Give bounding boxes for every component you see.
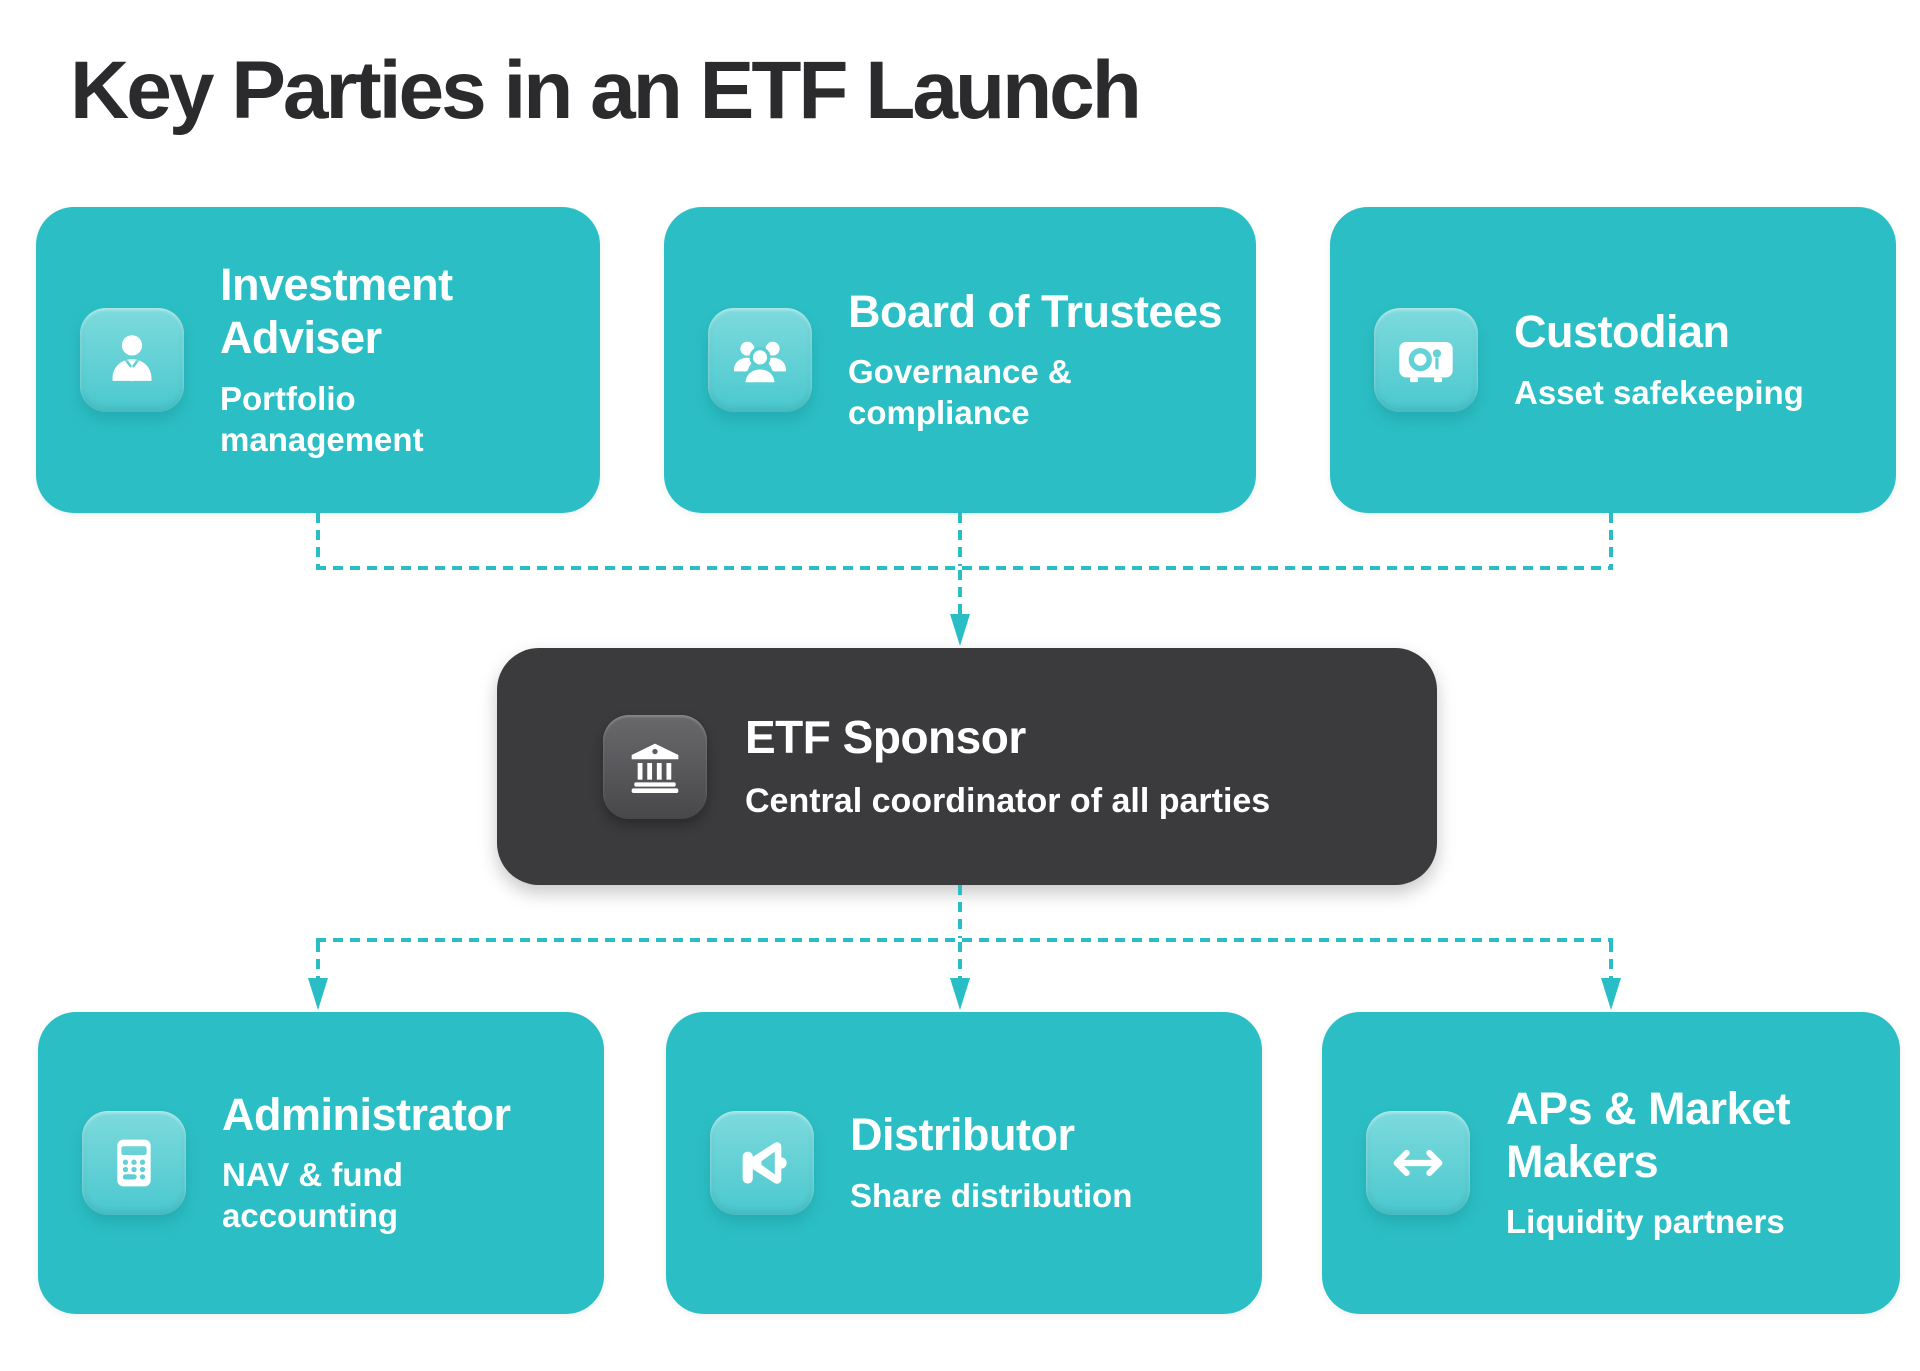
card-subtitle: NAV & fund accounting (222, 1156, 403, 1235)
person-icon (80, 308, 184, 412)
card-subtitle: Central coordinator of all parties (745, 782, 1271, 821)
dashed-connector-vertical (1609, 942, 1613, 980)
down-arrow-icon (308, 978, 328, 1010)
card-title: Board of Trustees (848, 285, 1223, 337)
dashed-connector-vertical (958, 885, 962, 938)
card-subtitle: Asset safekeeping (1514, 373, 1804, 411)
card-title: Distributor (850, 1109, 1075, 1161)
card-text-block: Board of Trustees Governance & complianc… (848, 285, 1223, 434)
card-text-block: Administrator NAV & fund accounting (222, 1089, 554, 1237)
calculator-icon (82, 1111, 186, 1215)
safe-icon (1374, 308, 1478, 412)
card-title: Custodian (1514, 306, 1730, 358)
down-arrow-icon (950, 614, 970, 646)
people-group-icon (708, 308, 812, 412)
dashed-connector-vertical (1609, 513, 1613, 566)
dashed-connector-vertical (958, 513, 962, 566)
card-etf-sponsor: ETF Sponsor Central coordinator of all p… (497, 648, 1437, 885)
card-text-block: Custodian Asset safekeeping (1514, 306, 1804, 414)
card-text-block: APs & Market Makers Liquidity partners (1506, 1083, 1870, 1243)
dashed-connector-vertical (958, 942, 962, 980)
card-title: Administrator (222, 1088, 511, 1140)
card-distributor: Distributor Share distribution (666, 1012, 1262, 1314)
dashed-connector-vertical (316, 942, 320, 980)
card-aps-market-makers: APs & Market Makers Liquidity partners (1322, 1012, 1900, 1314)
bank-icon (603, 714, 707, 819)
card-board-of-trustees: Board of Trustees Governance & complianc… (664, 207, 1256, 513)
double-arrow-icon (1366, 1111, 1470, 1215)
page-title: Key Parties in an ETF Launch (70, 45, 1142, 136)
card-title: Investment Adviser (220, 259, 453, 364)
dashed-connector-horizontal (316, 938, 1613, 942)
card-text-block: Distributor Share distribution (850, 1109, 1132, 1217)
card-title: ETF Sponsor (745, 710, 1026, 763)
card-subtitle: Share distribution (850, 1176, 1133, 1214)
card-administrator: Administrator NAV & fund accounting (38, 1012, 604, 1314)
card-text-block: Investment Adviser Portfolio management (220, 259, 570, 460)
dashed-connector-vertical (316, 513, 320, 566)
megaphone-icon (710, 1111, 814, 1215)
card-custodian: Custodian Asset safekeeping (1330, 207, 1896, 513)
card-text-block: ETF Sponsor Central coordinator of all p… (745, 711, 1270, 823)
card-subtitle: Portfolio management (220, 379, 424, 458)
dashed-connector-horizontal (316, 566, 1613, 570)
card-subtitle: Liquidity partners (1506, 1203, 1785, 1241)
down-arrow-icon (1601, 978, 1621, 1010)
dashed-connector-vertical (958, 570, 962, 614)
down-arrow-icon (950, 978, 970, 1010)
card-title: APs & Market Makers (1506, 1082, 1791, 1187)
card-subtitle: Governance & compliance (848, 353, 1072, 432)
card-investment-adviser: Investment Adviser Portfolio management (36, 207, 600, 513)
